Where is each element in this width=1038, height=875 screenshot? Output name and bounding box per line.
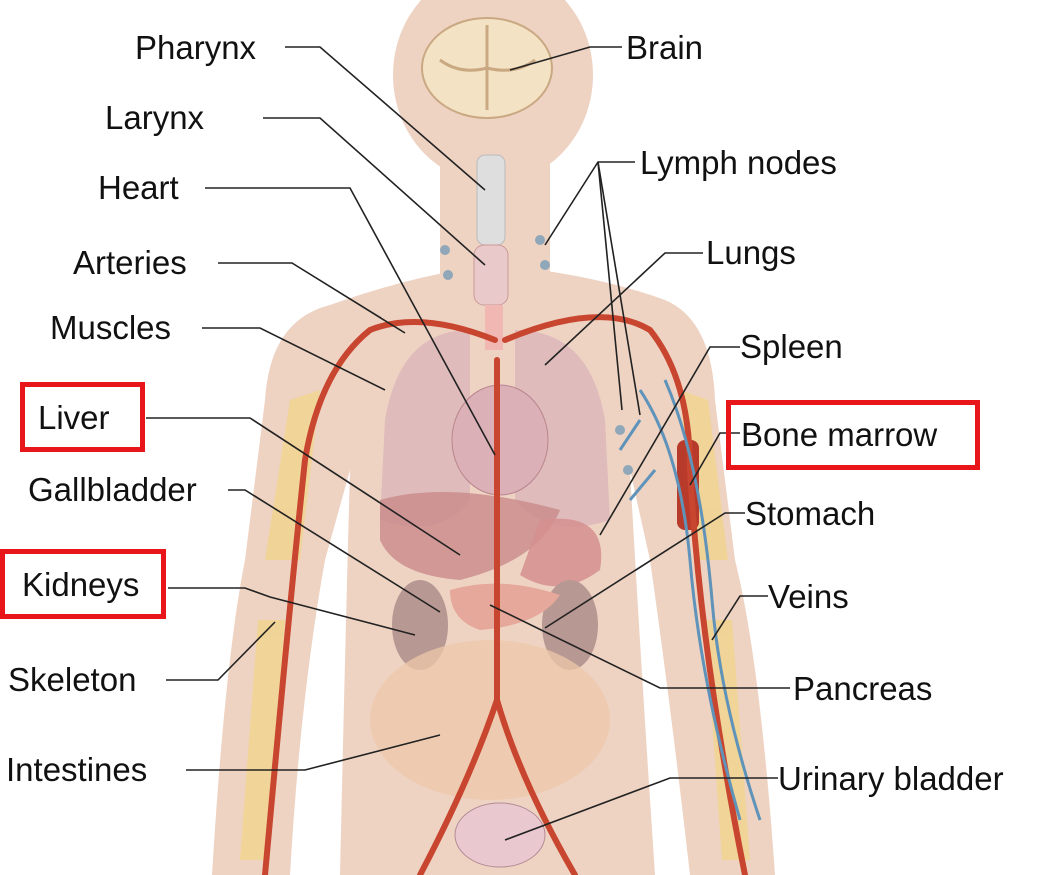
label-spleen: Spleen bbox=[740, 330, 843, 363]
label-veins: Veins bbox=[768, 580, 849, 613]
label-arteries: Arteries bbox=[73, 246, 187, 279]
label-gallbladder: Gallbladder bbox=[28, 473, 197, 506]
label-kidneys: Kidneys bbox=[22, 568, 139, 601]
label-brain: Brain bbox=[626, 31, 703, 64]
label-pharynx: Pharynx bbox=[135, 31, 256, 64]
label-bone-marrow: Bone marrow bbox=[741, 418, 937, 451]
brain-shape bbox=[422, 18, 552, 118]
label-intestines: Intestines bbox=[6, 753, 147, 786]
label-muscles: Muscles bbox=[50, 311, 171, 344]
bladder-shape bbox=[455, 803, 545, 867]
label-liver: Liver bbox=[38, 401, 110, 434]
label-larynx: Larynx bbox=[105, 101, 204, 134]
label-urinary-bladder: Urinary bladder bbox=[778, 762, 1004, 795]
label-lymph-nodes: Lymph nodes bbox=[640, 146, 837, 179]
label-pancreas: Pancreas bbox=[793, 672, 932, 705]
label-skeleton: Skeleton bbox=[8, 663, 136, 696]
label-stomach: Stomach bbox=[745, 497, 875, 530]
label-heart: Heart bbox=[98, 171, 179, 204]
label-lungs: Lungs bbox=[706, 236, 796, 269]
